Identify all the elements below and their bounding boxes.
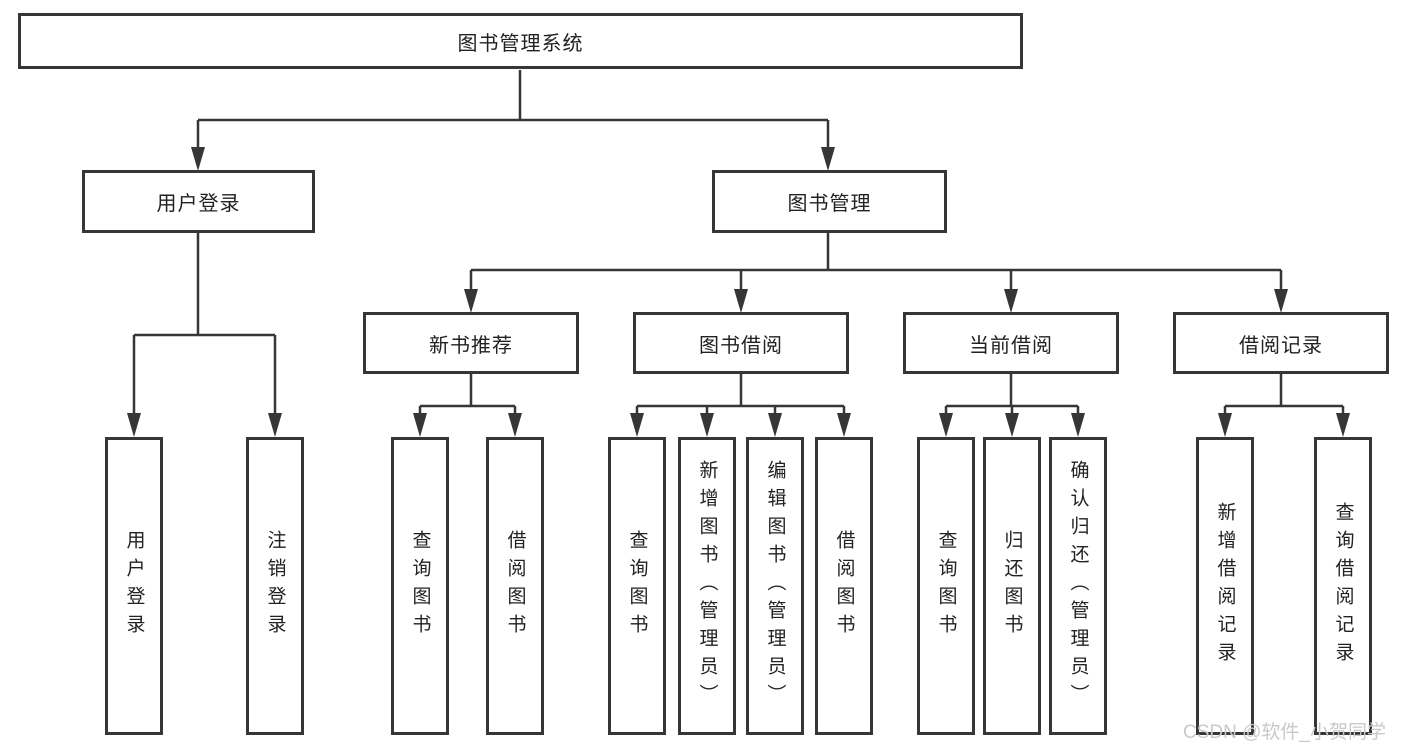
leaf-label: 查询图书 bbox=[935, 530, 957, 642]
leaf-borrow-books-1: 借阅图书 bbox=[486, 437, 544, 735]
leaf-query-books-2: 查询图书 bbox=[608, 437, 666, 735]
leaf-label: 查询借阅记录 bbox=[1332, 502, 1354, 670]
leaf-borrow-books-2: 借阅图书 bbox=[815, 437, 873, 735]
node-new-book-recommendation: 新书推荐 bbox=[363, 312, 579, 374]
arrowheads bbox=[127, 147, 1350, 437]
leaf-edit-books-admin: 编辑图书（管理员） bbox=[746, 437, 804, 735]
leaf-label: 查询图书 bbox=[409, 530, 431, 642]
node-book-borrowing: 图书借阅 bbox=[633, 312, 849, 374]
leaf-label: 新增借阅记录 bbox=[1214, 502, 1236, 670]
leaf-confirm-return-admin: 确认归还（管理员） bbox=[1049, 437, 1107, 735]
leaf-return-books: 归还图书 bbox=[983, 437, 1041, 735]
node-user-login-branch: 用户登录 bbox=[82, 170, 315, 233]
leaf-logout: 注销登录 bbox=[246, 437, 304, 735]
leaf-label: 归还图书 bbox=[1001, 530, 1023, 642]
leaf-query-borrow-record: 查询借阅记录 bbox=[1314, 437, 1372, 735]
leaf-add-borrow-record: 新增借阅记录 bbox=[1196, 437, 1254, 735]
node-book-management-branch: 图书管理 bbox=[712, 170, 947, 233]
leaf-add-books-admin: 新增图书（管理员） bbox=[678, 437, 736, 735]
leaf-label: 编辑图书（管理员） bbox=[764, 460, 786, 712]
leaf-label: 借阅图书 bbox=[504, 530, 526, 642]
node-root-system: 图书管理系统 bbox=[18, 13, 1023, 69]
csdn-watermark: CSDN @软件_小贺同学 bbox=[1183, 722, 1386, 743]
leaf-label: 新增图书（管理员） bbox=[696, 460, 718, 712]
leaf-label: 查询图书 bbox=[626, 530, 648, 642]
leaf-label: 借阅图书 bbox=[833, 530, 855, 642]
leaf-label: 用户登录 bbox=[123, 530, 145, 642]
leaf-user-login: 用户登录 bbox=[105, 437, 163, 735]
node-current-borrowing: 当前借阅 bbox=[903, 312, 1119, 374]
leaf-label: 确认归还（管理员） bbox=[1067, 460, 1089, 712]
leaf-query-books-1: 查询图书 bbox=[391, 437, 449, 735]
leaf-label: 注销登录 bbox=[264, 530, 286, 642]
leaf-query-books-3: 查询图书 bbox=[917, 437, 975, 735]
node-borrowing-records: 借阅记录 bbox=[1173, 312, 1389, 374]
